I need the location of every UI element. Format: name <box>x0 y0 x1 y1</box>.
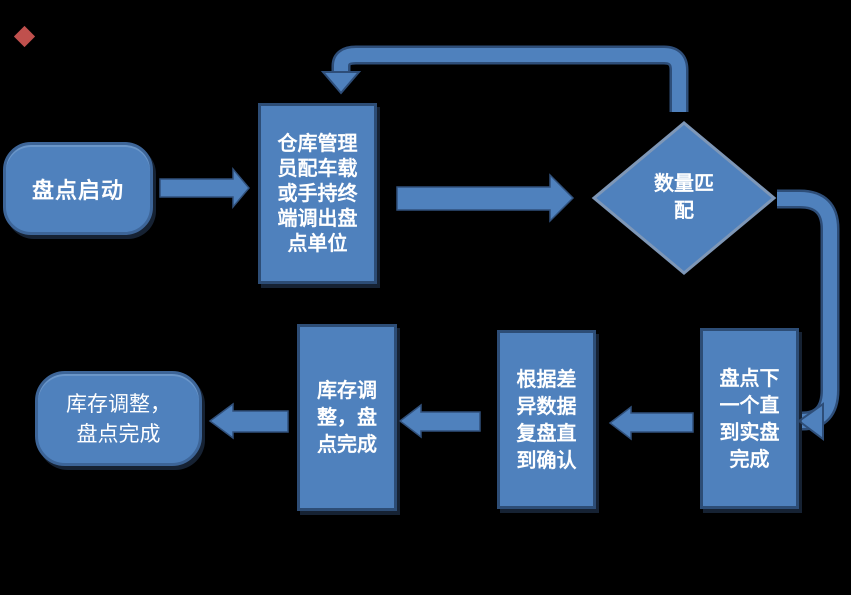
connector-decision-to-count-next <box>777 189 840 441</box>
arrowhead-down-icon <box>320 71 362 95</box>
node-start-label: 盘点启动 <box>31 178 124 204</box>
arrow-adjust-to-end <box>208 402 289 440</box>
node-end-complete-label: 库存调整， 盘点完成 <box>66 391 171 446</box>
node-recount-differences: 根据差 异数据 复盘直 到确认 <box>497 330 596 509</box>
arrow-recount-to-adjust <box>398 403 481 439</box>
node-decision-label: 数量匹 配 <box>654 171 714 222</box>
node-inventory-adjust: 库存调 整，盘 点完成 <box>297 324 397 511</box>
node-recount-differences-label: 根据差 异数据 复盘直 到确认 <box>516 366 577 472</box>
node-end-complete: 库存调整， 盘点完成 <box>35 371 202 466</box>
node-inventory-adjust-label: 库存调 整，盘 点完成 <box>317 378 377 456</box>
node-start: 盘点启动 <box>3 142 153 235</box>
node-count-next: 盘点下 一个直 到实盘 完成 <box>700 328 799 509</box>
arrowhead-left-icon <box>797 402 824 441</box>
arrow-start-to-terminal <box>159 166 250 210</box>
node-warehouse-terminal-label: 仓库管理 员配车载 或手持终 端调出盘 点单位 <box>277 131 358 255</box>
arrow-count-next-to-recount <box>608 405 694 441</box>
connector-decision-loop-to-terminal <box>320 45 689 112</box>
node-count-next-label: 盘点下 一个直 到实盘 完成 <box>719 365 780 471</box>
arrow-terminal-to-decision <box>396 173 575 223</box>
node-warehouse-terminal: 仓库管理 员配车载 或手持终 端调出盘 点单位 <box>258 103 377 284</box>
node-decision-shape <box>591 121 777 275</box>
